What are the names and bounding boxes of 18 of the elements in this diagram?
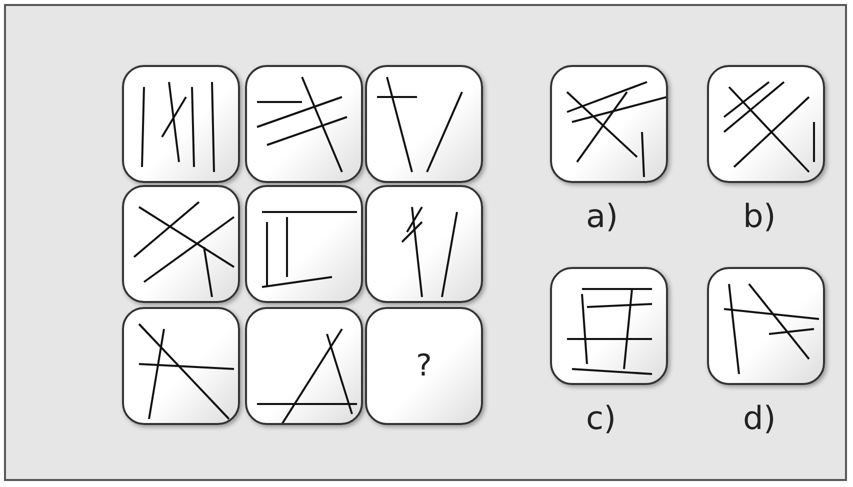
puzzle-tile bbox=[707, 267, 825, 385]
puzzle-tile bbox=[122, 65, 240, 183]
puzzle-tile bbox=[122, 307, 240, 425]
option-label: d) bbox=[743, 399, 776, 437]
option-label: b) bbox=[743, 197, 776, 235]
puzzle-tile bbox=[365, 185, 483, 303]
puzzle-tile bbox=[550, 65, 668, 183]
puzzle-tile bbox=[365, 307, 483, 425]
puzzle-tile bbox=[245, 307, 363, 425]
puzzle-tile bbox=[365, 65, 483, 183]
option-label: a) bbox=[586, 197, 618, 235]
puzzle-tile bbox=[122, 185, 240, 303]
puzzle-tile bbox=[245, 65, 363, 183]
question-mark: ? bbox=[416, 348, 432, 384]
puzzle-tile bbox=[245, 185, 363, 303]
puzzle-tile bbox=[707, 65, 825, 183]
puzzle-tile bbox=[550, 267, 668, 385]
option-label: c) bbox=[586, 399, 616, 437]
